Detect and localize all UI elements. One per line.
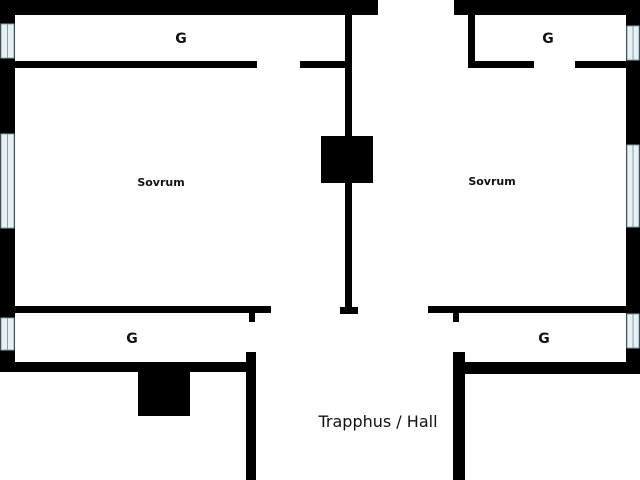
right-lower-closet-bottom-wall (453, 362, 640, 374)
right-closet-wall-b (575, 61, 626, 68)
hall-label: Trapphus / Hall (317, 412, 437, 431)
right-bedroom-bottom-wall (428, 306, 626, 313)
left-bedroom-wall-stub (249, 313, 255, 322)
top-wall-right (454, 0, 640, 15)
closet-top-right-label: G (542, 31, 554, 47)
right-closet-wall-a (468, 61, 534, 68)
left-closet-wall-b (300, 61, 346, 68)
closet-bottom-left-label: G (126, 331, 138, 347)
bedroom-left-label: Sovrum (137, 176, 184, 189)
left-bedroom-bottom-wall (15, 306, 271, 313)
central-partition-foot (340, 307, 358, 314)
top-wall-left (0, 0, 378, 15)
bedroom-right-label: Sovrum (468, 175, 515, 188)
lower-chimney (138, 372, 190, 416)
hall-left-wall (246, 352, 256, 480)
hall-right-wall (453, 352, 465, 480)
left-lower-closet-bottom-wall (0, 362, 256, 372)
right-closet-side-wall (468, 15, 475, 68)
right-bedroom-wall-stub (453, 313, 459, 322)
closet-bottom-right-label: G (538, 331, 550, 347)
windows (0, 23, 640, 351)
left-closet-wall-a (15, 61, 257, 68)
central-partition-upper (345, 15, 352, 140)
central-partition-lower (345, 180, 352, 310)
interior-walls (0, 15, 640, 480)
closet-top-left-label: G (175, 31, 187, 47)
chimney (321, 136, 373, 183)
